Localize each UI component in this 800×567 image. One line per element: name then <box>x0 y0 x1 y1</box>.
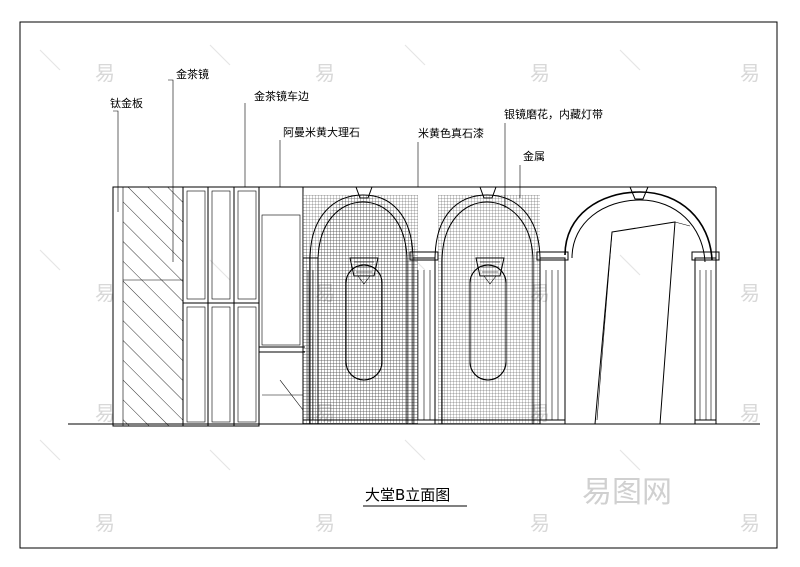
watermark-brand: 易图网 <box>582 475 672 510</box>
watermark-glyph: 易 <box>95 281 115 305</box>
marble-section <box>258 186 305 411</box>
watermark-glyph: 易 <box>740 511 760 535</box>
watermark-glyph: 易 <box>95 511 115 535</box>
sheet-border <box>19 21 778 549</box>
label-gold-tea-mirror: 金茶镜 <box>176 67 209 81</box>
watermark-glyph: 易 <box>315 511 335 535</box>
wall-lamp-icon <box>475 257 505 285</box>
gold-tea-mirror-panels <box>182 186 260 427</box>
titanium-panel <box>112 186 184 427</box>
watermark-glyph: 易 <box>315 61 335 85</box>
drawing-title: 大堂B立面图 <box>365 486 450 504</box>
watermark-glyph: 易 <box>530 511 550 535</box>
watermark-glyph: 易 <box>740 281 760 305</box>
arch-colonnade <box>302 186 720 425</box>
leader-lines <box>113 79 521 262</box>
label-stone-paint: 米黄色真石漆 <box>418 126 484 140</box>
label-marble: 阿曼米黄大理石 <box>283 125 360 139</box>
watermark-glyph: 易 <box>740 61 760 85</box>
watermark-glyph: 易 <box>95 61 115 85</box>
watermark-glyph: 易 <box>95 401 115 425</box>
watermark-glyph: 易 <box>530 61 550 85</box>
watermark-glyph: 易 <box>740 401 760 425</box>
wall-lamp-icon <box>349 257 379 285</box>
label-metal: 金属 <box>523 149 545 163</box>
label-gold-tea-mirror-edge: 金茶镜车边 <box>254 89 309 103</box>
label-titanium-panel: 钛金板 <box>110 96 143 110</box>
label-silver-mirror: 银镜磨花，内藏灯带 <box>504 107 603 121</box>
